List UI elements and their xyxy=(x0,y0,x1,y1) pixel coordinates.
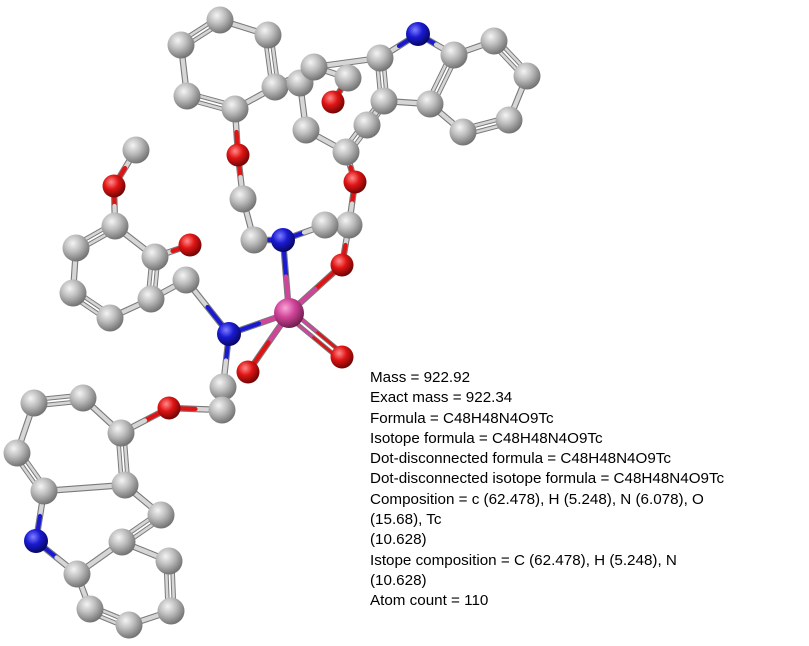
carbon-atom xyxy=(173,82,201,110)
carbon-atom xyxy=(59,279,87,307)
carbon-atom xyxy=(115,611,143,639)
oxygen-atom xyxy=(226,143,250,167)
carbon-atom xyxy=(416,90,444,118)
composition-text-line-1: Composition = c (62.478), H (5.248), N (… xyxy=(370,490,704,508)
carbon-atom xyxy=(157,597,185,625)
oxygen-atom xyxy=(321,90,345,114)
carbon-atom xyxy=(335,211,363,239)
carbon-atom xyxy=(122,136,150,164)
oxygen-atom xyxy=(157,396,181,420)
atom-layer xyxy=(3,6,541,639)
carbon-atom xyxy=(20,389,48,417)
oxygen-atom xyxy=(330,345,354,369)
composition-text-line-3: (10.628) xyxy=(370,531,427,549)
nitrogen-atom xyxy=(24,529,48,553)
carbon-atom xyxy=(311,211,339,239)
carbon-atom xyxy=(108,528,136,556)
oxygen-atom xyxy=(178,233,202,257)
carbon-atom xyxy=(208,396,236,424)
carbon-atom xyxy=(155,547,183,575)
carbon-atom xyxy=(221,95,249,123)
oxygen-atom xyxy=(343,170,367,194)
carbon-atom xyxy=(3,439,31,467)
technetium-atom xyxy=(274,298,304,328)
carbon-atom xyxy=(495,106,523,134)
carbon-atom xyxy=(513,62,541,90)
formula-text: Formula = C48H48N4O9Tc xyxy=(370,409,554,427)
molecule-properties: Mass = 922.92 Exact mass = 922.34 Formul… xyxy=(370,368,806,612)
carbon-atom xyxy=(334,64,362,92)
carbon-atom xyxy=(353,111,381,139)
isotope-composition-text-line-1: Istope composition = C (62.478), H (5.24… xyxy=(370,551,677,569)
dot-disconnected-isotope-formula-text: Dot-disconnected isotope formula = C48H4… xyxy=(370,470,725,488)
carbon-atom xyxy=(366,44,394,72)
carbon-atom xyxy=(332,138,360,166)
carbon-atom xyxy=(480,27,508,55)
isotope-composition-text-line-2: (10.628) xyxy=(370,571,427,589)
carbon-atom xyxy=(96,304,124,332)
carbon-atom xyxy=(147,501,175,529)
nitrogen-atom xyxy=(271,228,295,252)
carbon-atom xyxy=(254,21,282,49)
carbon-atom xyxy=(141,243,169,271)
carbon-atom xyxy=(292,116,320,144)
mass-text: Mass = 922.92 xyxy=(370,369,471,386)
oxygen-atom xyxy=(330,253,354,277)
carbon-atom xyxy=(240,226,268,254)
carbon-atom xyxy=(261,73,289,101)
carbon-atom xyxy=(206,6,234,34)
carbon-atom xyxy=(370,87,398,115)
oxygen-atom xyxy=(236,360,260,384)
nitrogen-atom xyxy=(217,322,241,346)
atom-count-text: Atom count = 110 xyxy=(370,592,489,610)
isotope-formula-text: Isotope formula = C48H48N4O9Tc xyxy=(370,429,603,447)
composition-text-line-2: (15.68), Tc xyxy=(370,511,442,529)
carbon-atom xyxy=(101,212,129,240)
carbon-atom xyxy=(76,595,104,623)
carbon-atom xyxy=(449,118,477,146)
carbon-atom xyxy=(62,234,90,262)
carbon-atom xyxy=(167,31,195,59)
oxygen-atom xyxy=(102,174,126,198)
dot-disconnected-formula-text: Dot-disconnected formula = C48H48N4O9Tc xyxy=(370,450,671,468)
carbon-atom xyxy=(63,560,91,588)
carbon-atom xyxy=(107,419,135,447)
exact-mass-text: Exact mass = 922.34 xyxy=(370,389,513,407)
carbon-atom xyxy=(137,285,165,313)
carbon-atom xyxy=(111,471,139,499)
carbon-atom xyxy=(209,373,237,401)
carbon-atom xyxy=(229,185,257,213)
carbon-atom xyxy=(30,477,58,505)
carbon-atom xyxy=(440,41,468,69)
carbon-atom xyxy=(69,384,97,412)
carbon-atom xyxy=(300,53,328,81)
carbon-atom xyxy=(172,266,200,294)
nitrogen-atom xyxy=(406,22,430,46)
